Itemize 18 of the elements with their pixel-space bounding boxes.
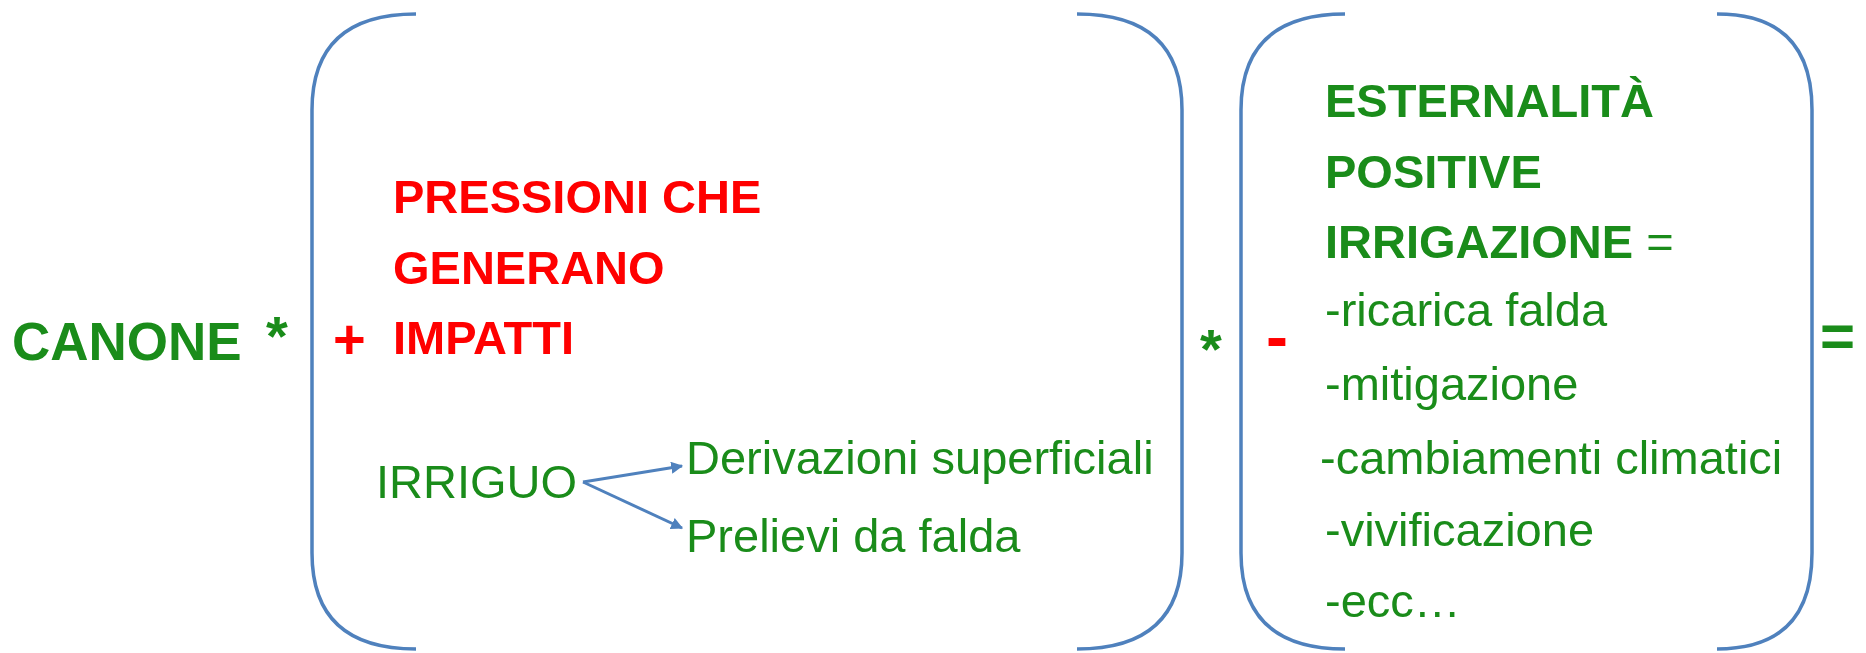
term-text: IRRIGUO xyxy=(376,454,578,511)
operator-sign: - xyxy=(1266,297,1288,375)
term-text: CANONE xyxy=(12,311,242,373)
term-text: ESTERNALITÀ POSITIVE IRRIGAZIONE = xyxy=(1325,73,1675,270)
list-item: -ricarica falda xyxy=(1325,282,1608,338)
term-text: PRESSIONI CHE GENERANO IMPATTI xyxy=(393,169,763,366)
operator-sign: = xyxy=(1820,301,1856,371)
arrow xyxy=(582,480,684,530)
operator-sign: + xyxy=(333,305,366,372)
term-text: Derivazioni superficiali xyxy=(686,430,1154,487)
list-item: -mitigazione xyxy=(1325,356,1579,412)
list-item: -cambiamenti climatici xyxy=(1320,430,1783,486)
operator-sign: * xyxy=(266,302,288,369)
term-text: Prelievi da falda xyxy=(686,508,1021,565)
operator-sign: * xyxy=(1200,315,1222,382)
arrow xyxy=(582,461,684,484)
list-item: -vivificazione xyxy=(1325,502,1595,558)
list-item: -ecc… xyxy=(1325,573,1461,629)
